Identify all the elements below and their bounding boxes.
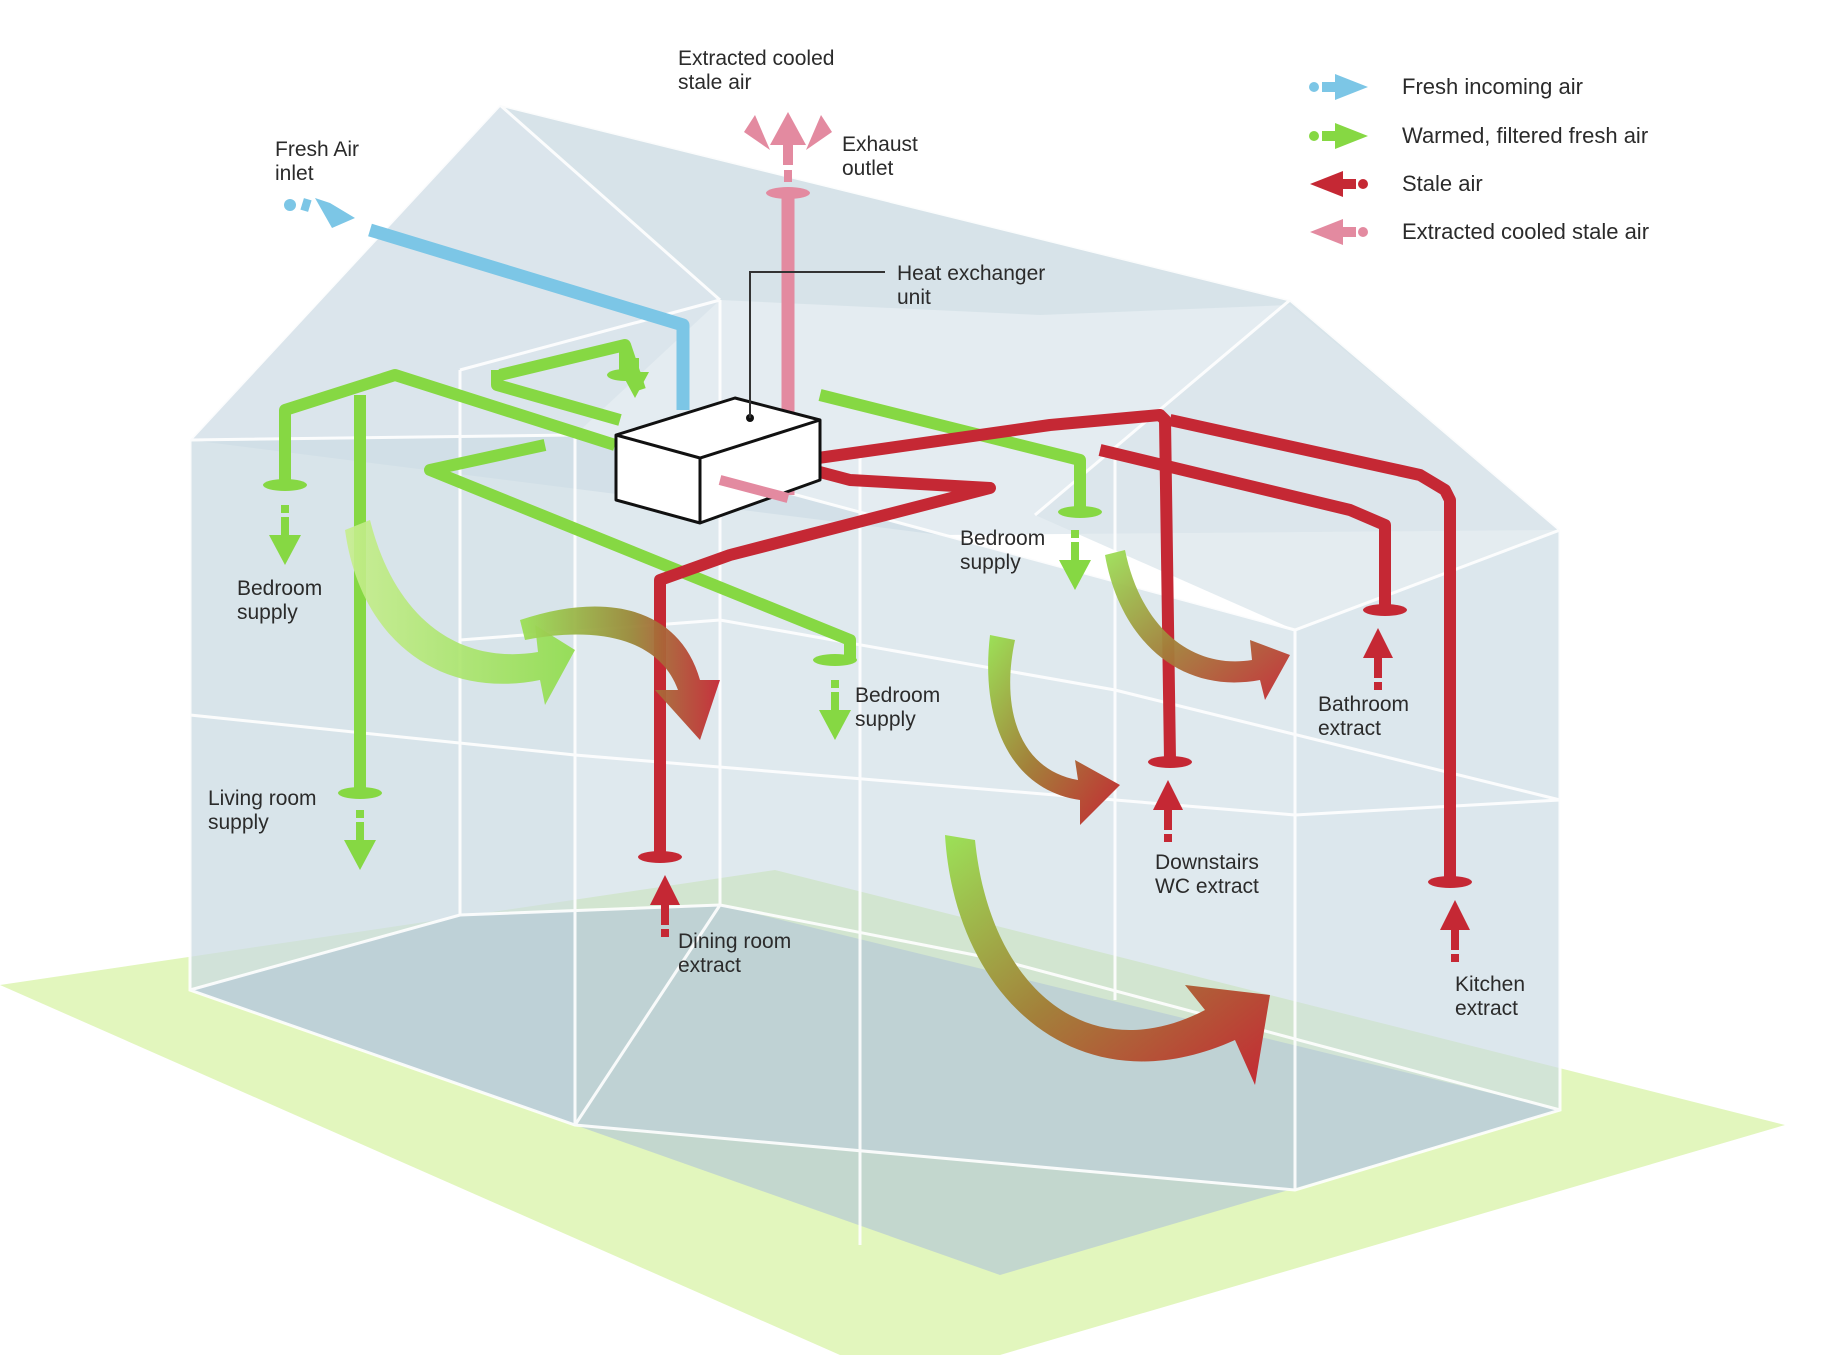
label-heat-exchanger-unit: Heat exchanger unit (897, 262, 1046, 309)
legend-fresh-arrow-icon (1309, 74, 1368, 100)
label-living-room-supply: Living room supply (208, 787, 317, 834)
legend-icons (1309, 74, 1368, 245)
label-downstairs-wc-extract: Downstairs WC extract (1155, 851, 1259, 898)
legend-warm-arrow-icon (1309, 123, 1368, 149)
legend-item-warm: Warmed, filtered fresh air (1390, 121, 1648, 151)
extract-up-arrows (650, 628, 1470, 962)
label-bedroom-supply-mid: Bedroom supply (855, 684, 941, 731)
legend-stale-arrow-icon (1310, 171, 1368, 197)
label-dining-room-extract: Dining room extract (678, 930, 792, 977)
legend-extracted-arrow-icon (1310, 219, 1368, 245)
label-kitchen-extract: Kitchen extract (1455, 973, 1526, 1020)
label-fresh-air-inlet: Fresh Air inlet (275, 138, 360, 185)
label-bathroom-extract: Bathroom extract (1318, 693, 1410, 740)
extract-grilles (638, 604, 1472, 888)
supply-down-arrows (269, 358, 1091, 870)
label-bedroom-supply-right: Bedroom supply (960, 527, 1046, 574)
legend-label: Fresh incoming air (1402, 74, 1583, 99)
legend-label: Extracted cooled stale air (1402, 219, 1650, 244)
warm-supply-ducts (279, 339, 1086, 790)
legend-item-extracted: Extracted cooled stale air (1390, 217, 1649, 247)
legend-item-stale: Stale air (1390, 169, 1483, 199)
label-bedroom-supply-left: Bedroom supply (237, 577, 323, 624)
label-extracted-cooled-stale-air: Extracted cooled stale air (678, 47, 835, 94)
legend-label: Stale air (1402, 171, 1483, 196)
legend-label: Warmed, filtered fresh air (1402, 123, 1649, 148)
heat-exchanger-unit (614, 271, 885, 525)
fresh-air-duct (284, 198, 690, 410)
legend-item-fresh: Fresh incoming air (1390, 72, 1583, 102)
room-airflow-arrows (345, 520, 1290, 1085)
label-exhaust-outlet: Exhaust outlet (842, 133, 918, 180)
